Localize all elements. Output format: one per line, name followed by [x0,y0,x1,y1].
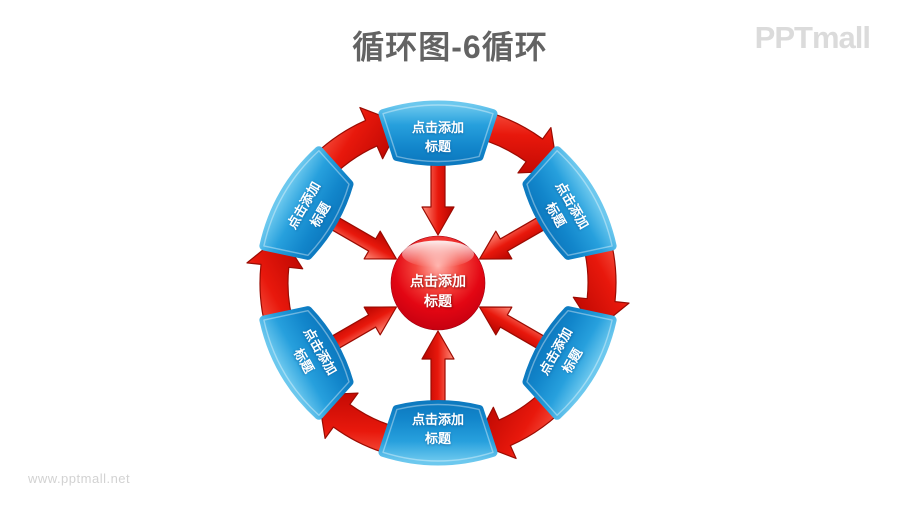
page-title: 循环图-6循环 [352,29,548,65]
inward-arrow-top [421,164,455,236]
segment-bottom [383,405,493,462]
inward-arrow-bottom [421,330,455,402]
segment-top [383,105,493,162]
pptmall-logo: PPTmall [754,20,871,55]
watermark-url: www.pptmall.net [28,471,131,486]
sphere-gloss-highlight [402,240,474,268]
center-sphere [390,235,486,331]
